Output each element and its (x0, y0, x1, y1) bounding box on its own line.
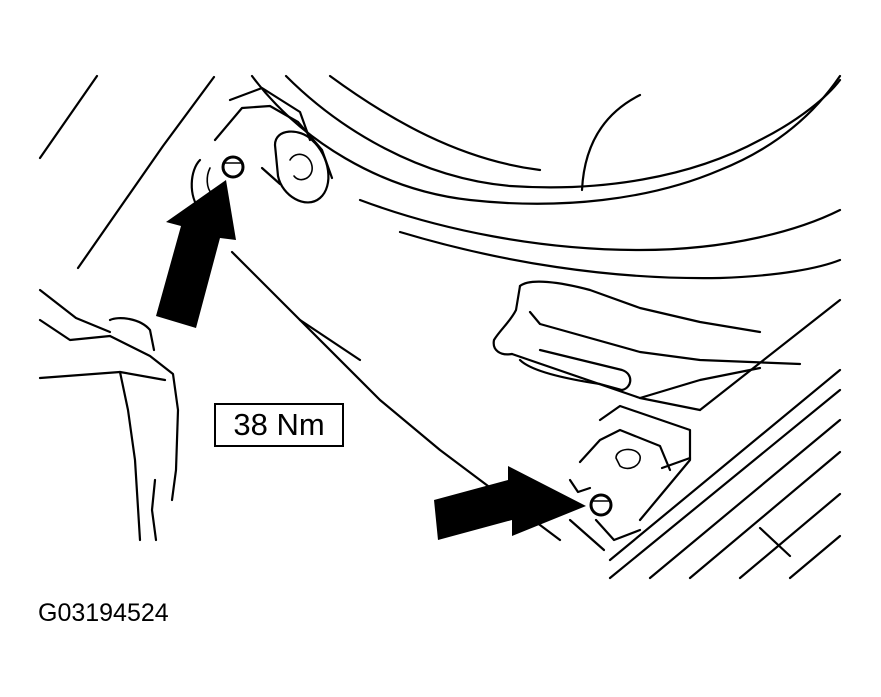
torque-value-label: 38 Nm (214, 403, 344, 447)
lower-bolt-icon (589, 493, 613, 517)
lower-arrow-icon (434, 466, 586, 540)
upper-bolt-icon (221, 155, 245, 179)
upper-arrow-icon (156, 180, 236, 328)
figure-id-label: G03194524 (38, 599, 169, 627)
vehicle-body-lines (38, 74, 842, 580)
